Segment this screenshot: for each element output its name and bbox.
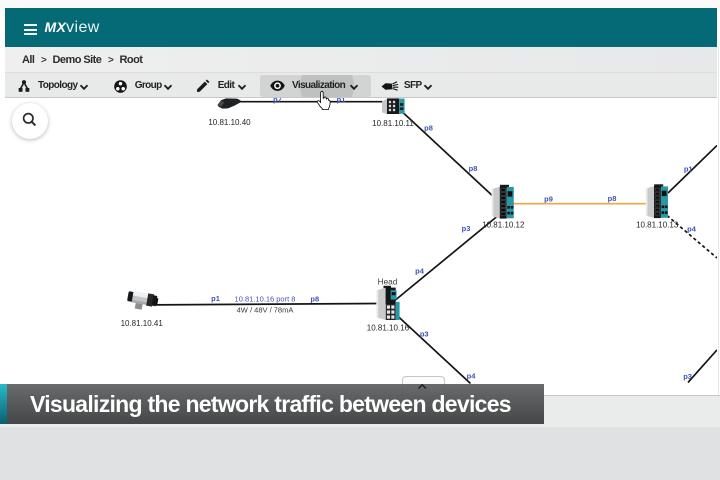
- svg-text:p9: p9: [544, 194, 553, 203]
- svg-text:10.81.10.16: 10.81.10.16: [367, 323, 410, 332]
- svg-text:4W / 48V / 78mA: 4W / 48V / 78mA: [237, 305, 294, 314]
- svg-text:p4: p4: [467, 372, 477, 381]
- svg-text:10.81.10.16 port 8: 10.81.10.16 port 8: [235, 295, 296, 304]
- svg-text:Head: Head: [378, 277, 398, 287]
- svg-text:10.81.10.41: 10.81.10.41: [121, 319, 164, 328]
- svg-text:p3: p3: [420, 330, 429, 339]
- svg-text:10.81.10.40: 10.81.10.40: [208, 118, 251, 127]
- svg-text:p1: p1: [684, 164, 693, 173]
- svg-text:p1: p1: [211, 294, 220, 303]
- svg-text:p4: p4: [687, 225, 697, 234]
- svg-text:p8: p8: [310, 295, 319, 304]
- svg-text:p7: p7: [273, 98, 282, 104]
- svg-text:10.81.10.13: 10.81.10.13: [636, 221, 679, 230]
- svg-text:10.81.10.12: 10.81.10.12: [482, 220, 525, 229]
- svg-text:p3: p3: [683, 372, 692, 381]
- svg-text:p4: p4: [415, 267, 425, 276]
- svg-text:p8: p8: [608, 194, 617, 203]
- svg-text:p8: p8: [469, 164, 478, 173]
- svg-text:p3: p3: [462, 224, 471, 233]
- svg-text:10.81.10.11: 10.81.10.11: [372, 119, 414, 128]
- svg-text:p8: p8: [424, 124, 433, 133]
- svg-text:p1: p1: [337, 98, 346, 104]
